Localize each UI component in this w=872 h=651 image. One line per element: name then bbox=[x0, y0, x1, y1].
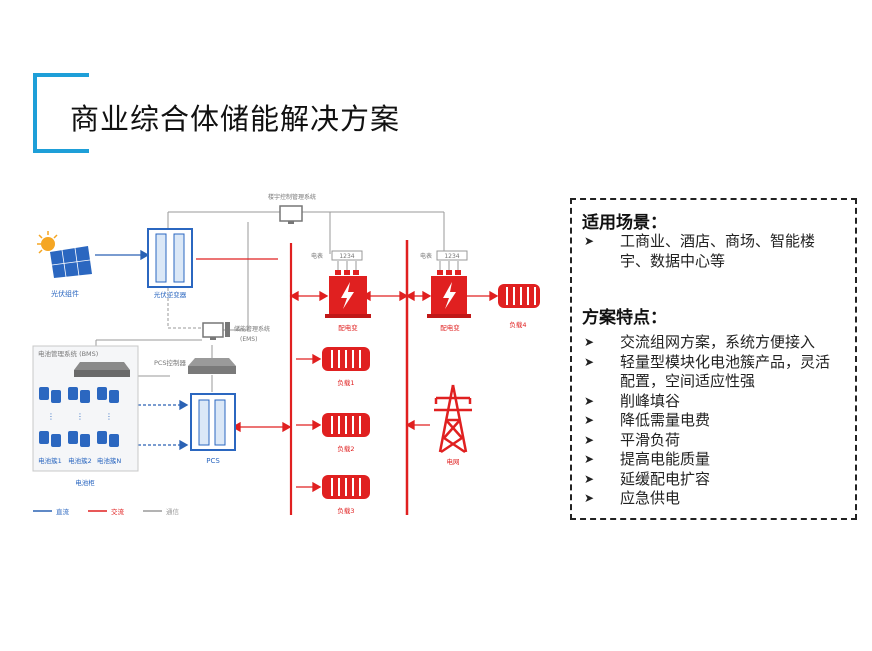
pcs-cabinet-icon bbox=[190, 393, 236, 451]
ac-lines bbox=[196, 240, 499, 515]
arrow-bullet-icon: ➤ bbox=[584, 393, 595, 408]
transformer-1-label: 配电变 bbox=[338, 323, 358, 332]
ems-computer-icon bbox=[202, 322, 230, 340]
cluster-1-label: 电池簇1 bbox=[38, 456, 62, 465]
arrow-bullet-icon: ➤ bbox=[584, 234, 595, 248]
load-4-icon bbox=[498, 284, 540, 308]
list-item: ➤提高电能质量 bbox=[584, 450, 711, 468]
battery-dots: ⋮ ⋮ ⋮ bbox=[47, 412, 113, 421]
arrow-bullet-icon: ➤ bbox=[584, 335, 595, 349]
meter-2-label: 电表 bbox=[420, 252, 432, 260]
battery-icon bbox=[68, 387, 90, 403]
meter-1-icon bbox=[331, 250, 363, 261]
meter-2-icon bbox=[436, 250, 468, 261]
legend-ac-label: 交流 bbox=[111, 507, 125, 516]
bms-unit-icon bbox=[74, 362, 130, 377]
cabinet-label: 电池柜 bbox=[75, 478, 95, 487]
arrow-bullet-icon: ➤ bbox=[584, 432, 595, 447]
pv-inverter-icon bbox=[147, 228, 193, 288]
svg-text:⋮: ⋮ bbox=[47, 412, 55, 421]
power-tower-icon bbox=[434, 384, 472, 454]
transformer-2-icon bbox=[427, 261, 471, 318]
building-control-computer-icon bbox=[279, 205, 303, 224]
title-bracket-bottom bbox=[33, 149, 89, 153]
transformer-1-icon bbox=[325, 261, 371, 318]
grid-label: 电网 bbox=[447, 457, 460, 466]
svg-text:⋮: ⋮ bbox=[105, 412, 113, 421]
ems-sub-label: (EMS) bbox=[240, 336, 257, 343]
scenario-list: ➤工商业、酒店、商场、智能楼宇、数据中心等 bbox=[582, 232, 844, 271]
title-bracket-top bbox=[33, 73, 89, 77]
load-1-icon bbox=[322, 347, 370, 371]
features-title: 方案特点： bbox=[582, 308, 667, 328]
ems-label: 储能管理系统 bbox=[234, 325, 270, 333]
list-item: ➤平滑负荷 bbox=[584, 430, 681, 449]
arrow-bullet-icon: ➤ bbox=[584, 354, 595, 369]
pv-module-label: 光伏组件 bbox=[51, 289, 79, 298]
meter-1-label: 电表 bbox=[311, 252, 323, 260]
scenario-title: 适用场景： bbox=[582, 213, 667, 233]
features-panel: 适用场景： ➤工商业、酒店、商场、智能楼宇、数据中心等 方案特点： ➤交流组网方… bbox=[570, 198, 857, 520]
battery-modules bbox=[39, 387, 119, 447]
load-3-icon bbox=[322, 475, 370, 499]
load-2-label: 负载2 bbox=[337, 444, 354, 453]
pcs-controller-icon bbox=[188, 358, 236, 374]
legend: 直流 交流 通信 bbox=[33, 507, 180, 516]
load-3-label: 负载3 bbox=[337, 506, 354, 515]
solar-panel-icon bbox=[37, 231, 92, 278]
bms-label: 电池管理系统 (BMS) bbox=[38, 349, 98, 358]
load-2-icon bbox=[322, 413, 370, 437]
battery-icon bbox=[97, 431, 119, 447]
battery-icon bbox=[39, 387, 61, 403]
battery-icon bbox=[97, 387, 119, 403]
list-item: ➤应急供电 bbox=[584, 489, 681, 507]
transformer-2-label: 配电变 bbox=[440, 323, 460, 332]
list-item: ➤降低需量电费 bbox=[584, 411, 711, 429]
page-title: 商业综合体储能解决方案 bbox=[70, 102, 401, 136]
list-item: ➤削峰填谷 bbox=[584, 391, 681, 410]
arrow-bullet-icon: ➤ bbox=[584, 491, 595, 505]
cluster-n-label: 电池簇N bbox=[97, 456, 122, 465]
list-item: ➤工商业、酒店、商场、智能楼宇、数据中心等 bbox=[584, 232, 816, 270]
list-item: ➤轻量型模块化电池簇产品，灵活配置，空间适应性强 bbox=[584, 352, 831, 391]
pcs-label: PCS bbox=[206, 457, 220, 465]
meter-1-value: 1234 bbox=[339, 253, 354, 260]
meter-2-value: 1234 bbox=[444, 253, 459, 260]
battery-icon bbox=[68, 431, 90, 447]
legend-comm-label: 通信 bbox=[166, 507, 180, 516]
building-control-label: 楼宇控制管理系统 bbox=[268, 193, 316, 201]
svg-text:⋮: ⋮ bbox=[76, 412, 84, 421]
legend-dc-label: 直流 bbox=[56, 507, 70, 516]
list-item: ➤交流组网方案，系统方便接入 bbox=[584, 333, 816, 351]
cluster-2-label: 电池簇2 bbox=[68, 456, 92, 465]
arrow-bullet-icon: ➤ bbox=[584, 452, 595, 466]
battery-icon bbox=[39, 431, 61, 447]
pcs-controller-label: PCS控制器 bbox=[154, 358, 187, 367]
features-list: ➤交流组网方案，系统方便接入 ➤轻量型模块化电池簇产品，灵活配置，空间适应性强 … bbox=[582, 333, 844, 509]
load-1-label: 负载1 bbox=[337, 378, 354, 387]
list-item: ➤延缓配电扩容 bbox=[584, 469, 711, 488]
arrow-bullet-icon: ➤ bbox=[584, 471, 595, 486]
arrow-bullet-icon: ➤ bbox=[584, 413, 595, 427]
pv-inverter-label: 光伏逆变器 bbox=[154, 290, 187, 299]
load-4-label: 负载4 bbox=[509, 320, 526, 329]
